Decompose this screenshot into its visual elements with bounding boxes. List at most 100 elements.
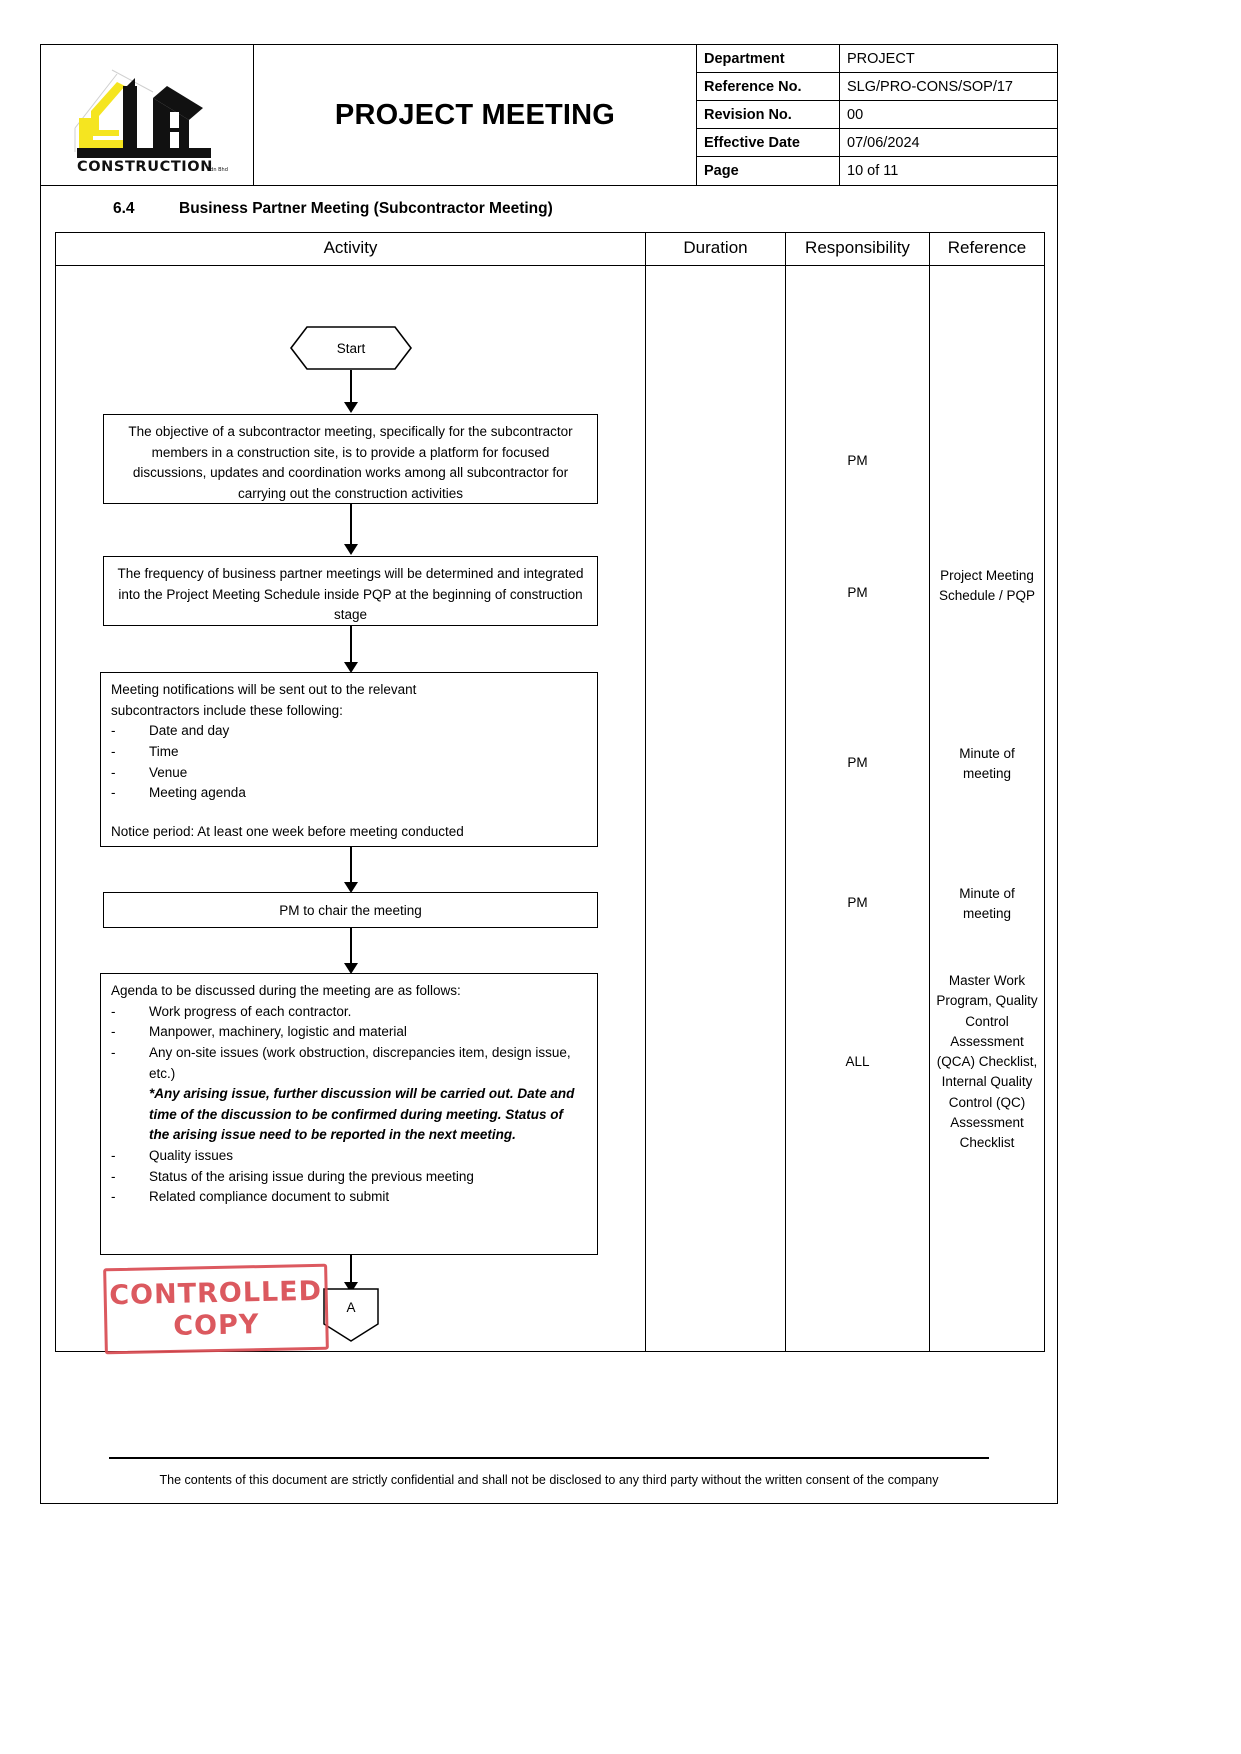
document-page: CONSTRUCTION Sdn Bhd PROJECT MEETING Dep…: [40, 44, 1058, 1504]
dash-marker: -: [111, 785, 116, 801]
spacer: [111, 804, 587, 822]
list-item: - Date and day: [111, 721, 587, 742]
list-item: - Manpower, machinery, logistic and mater…: [111, 1022, 587, 1043]
list-item: -Venue: [111, 763, 587, 784]
responsibility-value-2: PM: [847, 585, 868, 600]
flow-node-agenda-list-bottom: -Quality issues - Status of the arising i…: [111, 1146, 587, 1208]
meta-value-department: PROJECT: [847, 50, 915, 67]
arrowhead-node4-to-node5: [344, 963, 358, 974]
list-item-label: Date and day: [149, 723, 230, 739]
footer-text: The contents of this document are strict…: [159, 1473, 939, 1487]
list-item: - Time: [111, 742, 587, 763]
flow-node-agenda-emphasis: *Any arising issue, further discussion w…: [149, 1086, 575, 1143]
connector-node4-to-node5: [350, 928, 352, 970]
meta-value-page: 10 of 11: [847, 163, 899, 179]
table-body: Start The objective of a subcontractor m…: [56, 266, 1044, 1355]
list-item-label: Status of the arising issue during the p…: [149, 1168, 474, 1184]
dash-marker: -: [111, 1024, 116, 1040]
slg-construction-logo: CONSTRUCTION Sdn Bhd: [57, 56, 237, 174]
responsibility-column: PM PM PM PM ALL: [786, 266, 930, 1351]
dash-marker: -: [111, 723, 116, 739]
flow-node-objective: The objective of a subcontractor meeting…: [103, 414, 598, 504]
reference-value-2: Project Meeting Schedule / PQP: [938, 568, 1036, 604]
reference-value-3: Minute of meeting: [959, 746, 1015, 782]
list-item: -Quality issues: [111, 1146, 587, 1167]
flow-start-label: Start: [336, 340, 366, 356]
section-heading: 6.4 Business Partner Meeting (Subcontrac…: [41, 185, 1057, 232]
flow-node-notifications: Meeting notifications will be sent out t…: [100, 672, 598, 847]
meta-row-reference-no: Reference No. SLG/PRO-CONS/SOP/17: [697, 73, 1057, 101]
arrowhead-node5-to-connector-a: [344, 1282, 358, 1293]
flowchart: Start The objective of a subcontractor m…: [56, 266, 645, 1355]
meta-key-reference-no: Reference No.: [697, 73, 840, 100]
activity-column: Start The objective of a subcontractor m…: [56, 266, 646, 1355]
list-item-label: Meeting agenda: [149, 785, 246, 801]
flow-node-notifications-intro-line2: subcontractors include these following:: [111, 702, 343, 718]
flow-node-agenda-list-top: -Work progress of each contractor. - Manp…: [111, 1002, 587, 1085]
meta-key-page: Page: [697, 157, 840, 185]
list-item: -Work progress of each contractor.: [111, 1002, 587, 1023]
flow-node-chair-text: PM to chair the meeting: [279, 903, 422, 918]
dash-marker: -: [111, 1003, 116, 1019]
flow-node-objective-text: The objective of a subcontractor meeting…: [128, 424, 573, 501]
list-item: - Meeting agenda: [111, 783, 587, 804]
list-item: - Status of the arising issue during the …: [111, 1167, 587, 1188]
section-title: Business Partner Meeting (Subcontractor …: [179, 200, 553, 217]
section-number: 6.4: [113, 200, 135, 217]
arrowhead-node1-to-node2: [344, 544, 358, 555]
list-item-label: Any on-site issues (work obstruction, di…: [149, 1044, 571, 1081]
column-header-activity: Activity: [56, 233, 646, 265]
list-item: - Any on-site issues (work obstruction, d…: [111, 1043, 587, 1084]
dash-marker: -: [111, 1189, 116, 1205]
connector-node1-to-node2: [350, 504, 352, 548]
dash-marker: -: [111, 1168, 116, 1184]
responsibility-value-3: PM: [847, 755, 868, 770]
meta-key-revision-no: Revision No.: [697, 101, 840, 128]
meta-value-effective-date: 07/06/2024: [847, 134, 920, 151]
controlled-copy-stamp: CONTROLLED COPY: [103, 1263, 329, 1355]
svg-text:Sdn Bhd: Sdn Bhd: [207, 167, 228, 173]
stamp-line-2: COPY: [172, 1309, 260, 1342]
responsibility-value-1: PM: [847, 453, 868, 468]
header-meta-table: Department PROJECT Reference No. SLG/PRO…: [697, 45, 1057, 185]
meta-row-effective-date: Effective Date 07/06/2024: [697, 129, 1057, 157]
list-item-label: Manpower, machinery, logistic and materi…: [149, 1024, 407, 1040]
document-title: PROJECT MEETING: [334, 98, 616, 131]
column-header-responsibility: Responsibility: [786, 233, 930, 265]
arrowhead-node3-to-node4: [344, 882, 358, 893]
pentagon-shape-icon: [323, 1288, 379, 1342]
document-footer: The contents of this document are strict…: [41, 1457, 1057, 1503]
list-item-label: Related compliance document to submit: [149, 1189, 390, 1205]
meta-value-reference-no: SLG/PRO-CONS/SOP/17: [847, 78, 1013, 95]
list-item-label: Time: [149, 743, 179, 759]
duration-column: [646, 266, 786, 1351]
dash-marker: -: [111, 743, 116, 759]
footer-divider: [109, 1457, 989, 1459]
flow-start-node: Start: [290, 326, 412, 370]
flow-node-agenda-intro: Agenda to be discussed during the meetin…: [111, 983, 461, 998]
meta-value-revision-no: 00: [847, 106, 864, 123]
connector-start-to-node1: [350, 370, 352, 406]
list-item: - Related compliance document to submit: [111, 1187, 587, 1208]
list-item-label: Venue: [149, 764, 188, 780]
flow-node-frequency-text: The frequency of business partner meetin…: [117, 566, 584, 623]
meta-row-page: Page 10 of 11: [697, 157, 1057, 185]
logo-icon: CONSTRUCTION Sdn Bhd: [74, 69, 228, 174]
dash-marker: -: [111, 1044, 116, 1060]
responsibility-value-4: PM: [847, 895, 868, 910]
document-header: CONSTRUCTION Sdn Bhd PROJECT MEETING Dep…: [41, 45, 1057, 185]
arrowhead-start-to-node1: [344, 402, 358, 413]
meta-key-department: Department: [697, 45, 840, 72]
flow-node-frequency: The frequency of business partner meetin…: [103, 556, 598, 626]
arrowhead-node2-to-node3: [344, 662, 358, 673]
flow-node-agenda: Agenda to be discussed during the meetin…: [100, 973, 598, 1255]
column-header-reference: Reference: [947, 238, 1027, 257]
meta-key-effective-date: Effective Date: [697, 129, 840, 156]
reference-column: Project Meeting Schedule / PQP Minute of…: [930, 266, 1044, 1351]
flow-node-notifications-intro-line1: Meeting notifications will be sent out t…: [111, 682, 417, 697]
meta-row-revision-no: Revision No. 00: [697, 101, 1057, 129]
stamp-line-1: CONTROLLED: [108, 1275, 323, 1312]
connector-node3-to-node4: [350, 847, 352, 889]
company-logo-cell: CONSTRUCTION Sdn Bhd: [41, 45, 254, 185]
flow-node-notifications-notice: Notice period: At least one week before …: [111, 823, 464, 839]
